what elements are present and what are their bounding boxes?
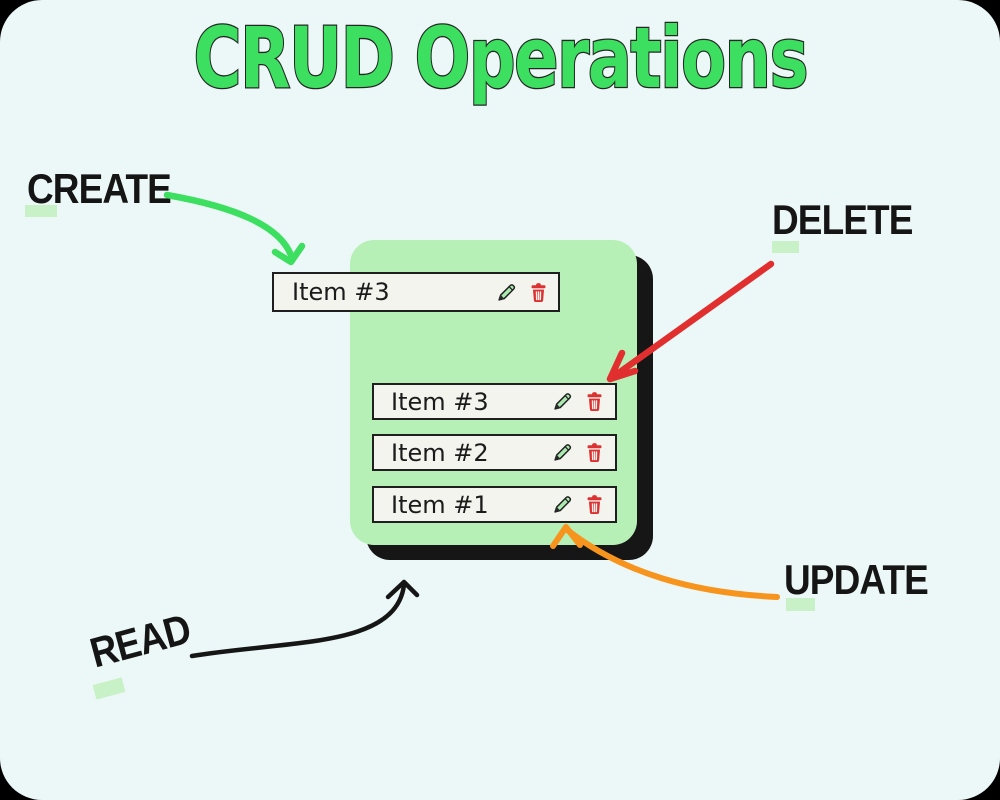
create-label: CREATE <box>27 165 172 212</box>
pencil-icon[interactable] <box>496 282 517 303</box>
read-label: READ <box>85 604 196 677</box>
list-item-row: Item #1 <box>372 486 617 523</box>
item-label: Item #3 <box>292 278 390 306</box>
delete-highlight-mark <box>772 241 799 253</box>
row-actions <box>496 282 548 303</box>
trash-icon[interactable] <box>585 391 604 412</box>
pencil-icon[interactable] <box>552 494 573 515</box>
row-actions <box>552 442 604 463</box>
create-arrowhead <box>271 242 306 266</box>
new-item-row: Item #3 <box>272 272 560 312</box>
title-container: CRUD Operations <box>0 9 1000 107</box>
row-actions <box>552 391 604 412</box>
update-label: UPDATE <box>784 556 929 603</box>
trash-icon[interactable] <box>585 442 604 463</box>
update-highlight-mark <box>786 598 815 611</box>
list-item-row: Item #3 <box>372 383 617 420</box>
create-arrow <box>163 191 296 262</box>
read-highlight-mark <box>92 677 126 700</box>
pencil-icon[interactable] <box>552 391 573 412</box>
item-label: Item #3 <box>391 387 489 416</box>
page-title: CRUD Operations <box>192 9 809 107</box>
item-label: Item #1 <box>391 490 489 519</box>
list-item-row: Item #2 <box>372 434 617 471</box>
trash-icon[interactable] <box>529 282 548 303</box>
read-arrowhead <box>385 579 420 600</box>
delete-label: DELETE <box>772 196 913 243</box>
trash-icon[interactable] <box>585 494 604 515</box>
pencil-icon[interactable] <box>552 442 573 463</box>
read-arrow <box>189 582 407 659</box>
row-actions <box>552 494 604 515</box>
create-highlight-mark <box>25 205 57 217</box>
item-label: Item #2 <box>391 438 489 467</box>
